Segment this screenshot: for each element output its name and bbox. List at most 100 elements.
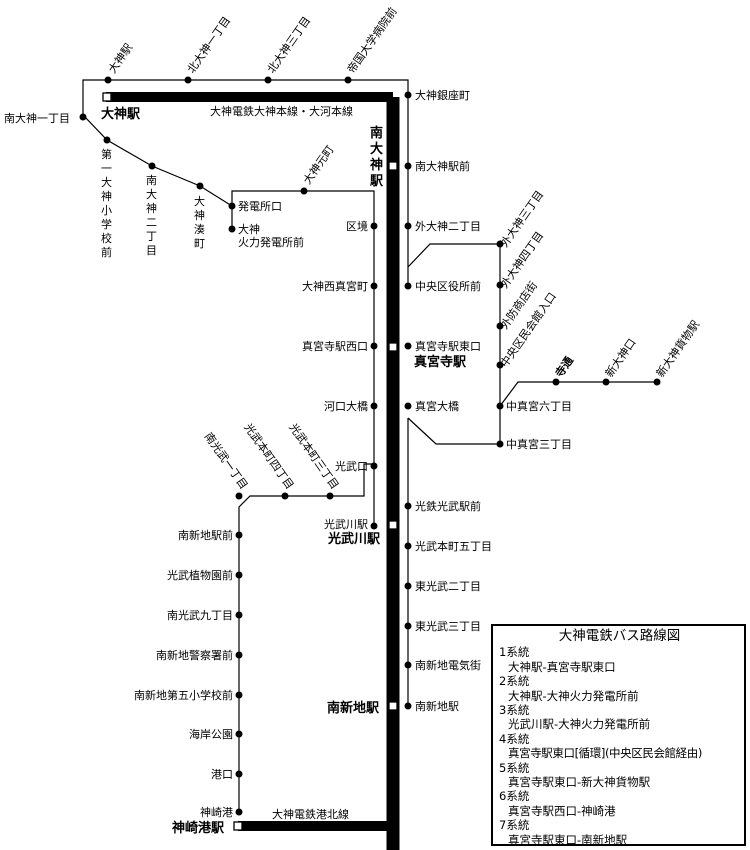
stop-label-chuoku: 中央区役所前 [415,279,481,293]
station-marker-oogami[interactable] [102,92,112,102]
stop-label-koubukawa-eki: 光武川駅 [324,517,368,531]
stop-label-minami-shinchi-eki: 南新地駅 [415,699,459,713]
route-description: 光武川駅-大神火力発電所前 [508,717,651,732]
bus-stop[interactable] [496,361,504,369]
route-legend: 大神電鉄バス路線図 1系統 大神駅-真宮寺駅東口 2系統 大神駅-大神火力発電所… [491,624,746,847]
bus-stop[interactable] [404,702,412,710]
bus-stop[interactable] [235,770,243,778]
stop-label-higashi-kobu3: 東光武三丁目 [415,619,481,633]
bus-stop[interactable] [370,222,378,230]
bus-stop[interactable] [235,492,243,500]
legend-title: 大神電鉄バス路線図 [558,628,681,644]
bus-stop[interactable] [653,378,661,386]
bus-stop[interactable] [552,378,560,386]
legend-route-6: 6系統 真宮寺駅西口-神崎港 [499,789,740,818]
station-marker-koubukawa[interactable] [388,520,398,530]
bus-stop[interactable] [496,440,504,448]
bus-stop[interactable] [235,691,243,699]
bus-stop[interactable] [235,808,243,816]
stop-label-kobu-honmachi5: 光武本町五丁目 [415,539,492,553]
stop-label-keisatsu: 南新地警察署前 [156,648,233,662]
bus-stop[interactable] [404,582,412,590]
stop-label-shogakko5: 南新地第五小学校前 [134,688,233,702]
bus-stop[interactable] [184,76,192,84]
stop-label-kanzaki: 神崎港 [200,805,233,819]
station-marker-shinguji[interactable] [388,342,398,352]
stop-label-denki: 南新地電気街 [415,658,481,672]
bus-stop[interactable] [404,661,412,669]
stop-label-chu3: 中真宮三丁目 [506,437,572,451]
stop-label-daiichi: 第一大神小学校前 [101,147,112,259]
stop-label-kita3: 北大神三丁目 [264,14,313,76]
bus-stop[interactable] [404,91,412,99]
bus-stop[interactable] [235,651,243,659]
bus-stop[interactable] [404,162,412,170]
bus-stop[interactable] [404,502,412,510]
bus-stop[interactable] [79,113,87,121]
route-number: 2系統 [499,674,530,689]
legend-route-4: 4系統 真宮寺駅東口[循環](中央区民会館経由) [499,732,740,761]
bus-stop[interactable] [370,282,378,290]
bus-stop[interactable] [496,402,504,410]
station-marker-minami-shinchi[interactable] [388,701,398,711]
station-marker-kanzaki-port[interactable] [233,821,243,831]
bus-stop[interactable] [404,282,412,290]
route-number: 7系統 [499,818,530,833]
station-name-minami-shinchi: 南新地駅 [327,700,380,716]
bus-stops [79,76,661,816]
bus-stop[interactable] [235,571,243,579]
bus-stop[interactable] [370,342,378,350]
stop-label-teri: 寺通 [552,354,576,380]
bus-stop[interactable] [228,202,236,210]
bus-stop[interactable] [370,402,378,410]
bus-stop[interactable] [148,162,156,170]
bus-stop[interactable] [496,322,504,330]
station-name-shinguji: 真宮寺駅 [414,354,467,370]
bus-stop[interactable] [103,136,111,144]
bus-stop[interactable] [404,542,412,550]
stop-label-kawaguchi: 河口大橋 [324,399,368,413]
stop-label-nishi-shingu: 大神西真宮町 [302,279,368,293]
bus-stop[interactable] [404,222,412,230]
stop-label-koubu-guchi: 光武口 [335,459,368,473]
bus-stop[interactable] [235,611,243,619]
legend-route-7: 7系統 真宮寺駅東口-南新地駅 [499,818,740,847]
stop-label-minami-kobu1: 南光武一丁目 [202,430,251,492]
bus-stop[interactable] [404,622,412,630]
stop-label-chu6: 中真宮六丁目 [506,399,572,413]
station-name-oogami: 大神駅 [101,106,141,122]
stop-label-minami-kobu9: 南光武九丁目 [167,608,233,622]
stop-label-soto2: 外大神二丁目 [415,219,481,233]
bus-stop[interactable] [300,187,308,195]
bus-stop[interactable] [264,76,272,84]
bus-stop[interactable] [370,462,378,470]
bus-stop[interactable] [104,76,112,84]
bus-stop[interactable] [496,281,504,289]
bus-stop[interactable] [404,402,412,410]
station-name-koubukawa: 光武川駅 [327,531,381,547]
bus-stop[interactable] [602,378,610,386]
bus-stop[interactable] [496,240,504,248]
bus-stop[interactable] [404,342,412,350]
bus-stop[interactable] [228,225,236,233]
stop-label-higashi-kobu2: 東光武二丁目 [415,579,481,593]
route-description: 真宮寺駅西口-神崎港 [508,803,616,818]
route-description: 真宮寺駅東口-新大神貨物駅 [508,775,651,790]
stop-label-shinguji-higashi: 真宮寺駅東口 [415,339,481,353]
stop-label-kaigan: 海岸公園 [189,727,233,741]
bus-stop[interactable] [196,182,204,190]
bus-stop[interactable] [281,492,289,500]
bus-stop[interactable] [235,730,243,738]
station-marker-minami-oogami[interactable] [388,161,398,171]
stop-label-motomachi: 大神元町 [300,143,337,187]
route-number: 5系統 [499,760,530,775]
stop-label-oogami-eki: 大神駅 [105,41,135,76]
bus-stop[interactable] [326,492,334,500]
route-description: 大神駅-大神火力発電所前 [508,688,639,703]
stop-label-karyoku-b: 火力発電所前 [238,235,304,249]
bus-stop[interactable] [344,76,352,84]
bus-stop[interactable] [370,522,378,530]
route-description: 真宮寺駅東口-南新地駅 [508,832,628,847]
bus-stop[interactable] [235,531,243,539]
